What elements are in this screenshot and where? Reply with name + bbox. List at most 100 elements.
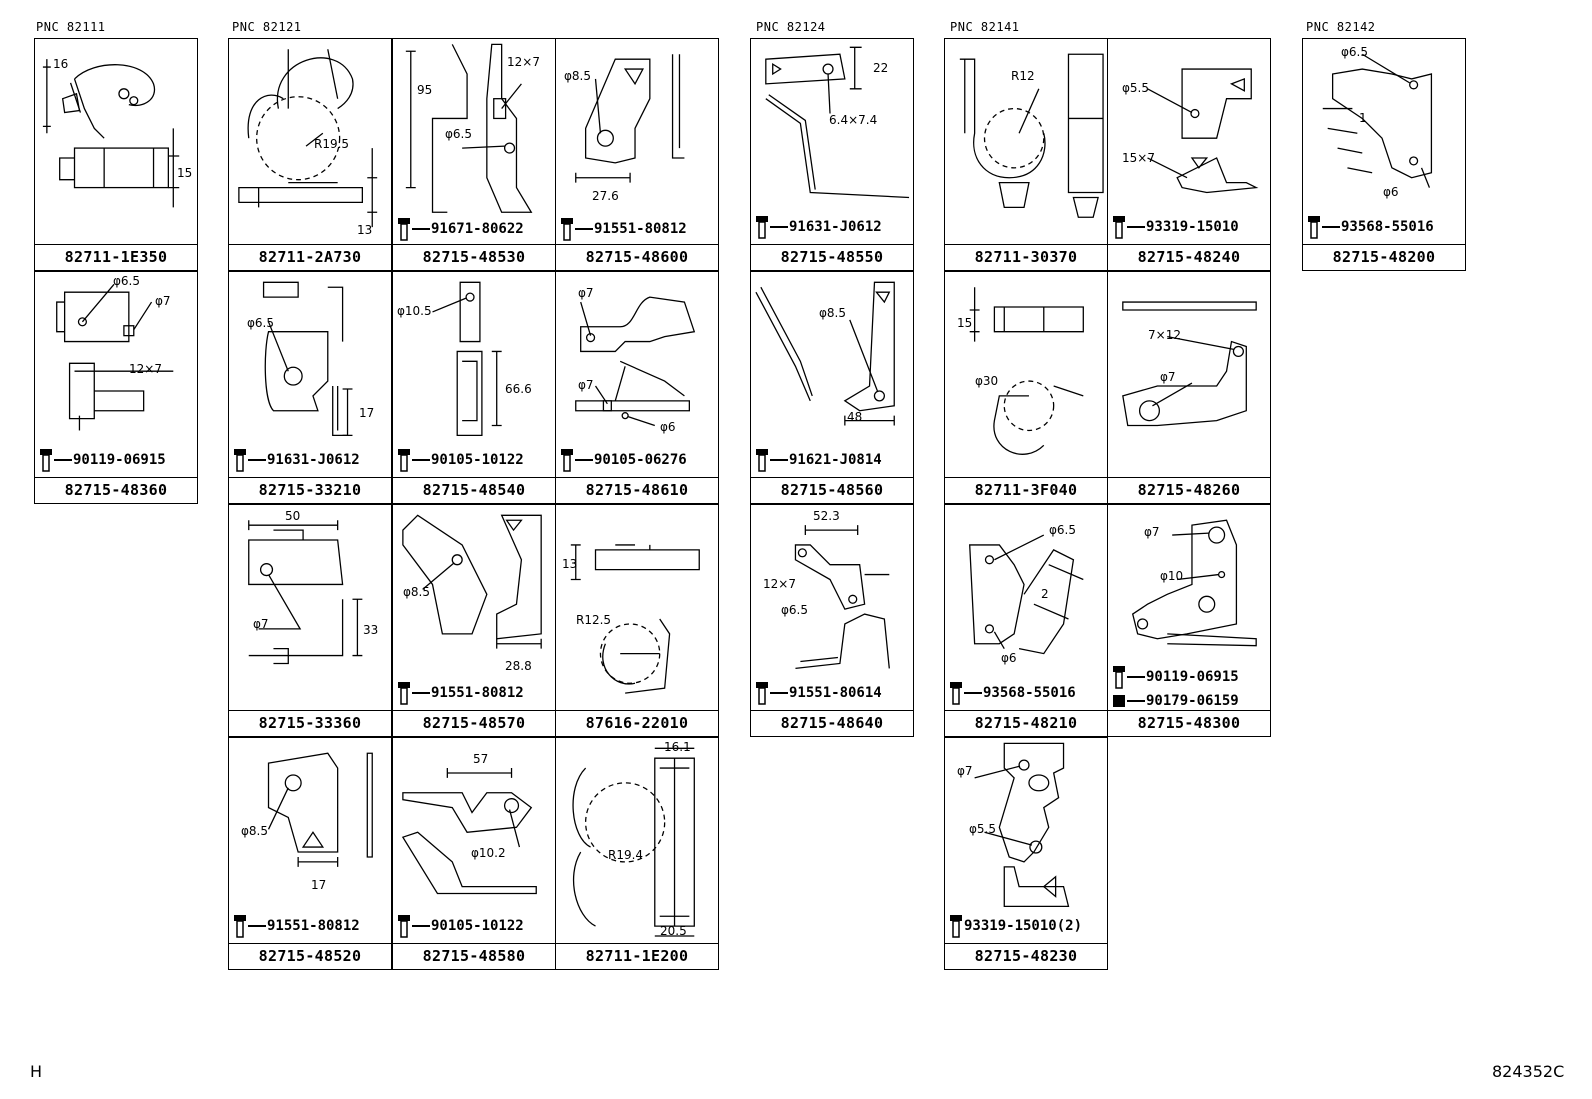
dimension-label: 50: [285, 509, 301, 523]
bolt-icon: [1113, 216, 1125, 239]
part-cell[interactable]: 15 φ30 82711-3F040: [944, 271, 1108, 504]
dimension-label: 1: [1359, 111, 1367, 125]
part-cell[interactable]: φ8.5 27.6 91551-80812 82715-48600: [555, 38, 719, 271]
bolt-icon: [950, 915, 962, 938]
part-number: 82715-48570: [393, 710, 555, 736]
fastener-callout: 91631-J0612: [755, 215, 882, 239]
pnc-label: PNC 82141: [950, 20, 1020, 34]
diagram-id: 824352C: [1492, 1062, 1565, 1081]
part-cell[interactable]: R12 82711-30370: [944, 38, 1108, 271]
part-cell[interactable]: φ6.5 1 φ6 93568-55016 82715-48200: [1302, 38, 1466, 271]
part-cell[interactable]: φ8.5 17 91551-80812 82715-48520: [228, 737, 392, 970]
dimension-label: φ5.5: [969, 822, 996, 836]
dimension-label: φ8.5: [564, 69, 591, 83]
bracket-drawing: [765, 46, 910, 199]
dimension-label: φ8.5: [241, 824, 268, 838]
bracket-drawing: [1122, 301, 1257, 427]
part-cell[interactable]: φ7 φ10 90119-06915 90179-06159 82715-483…: [1107, 504, 1271, 737]
pnc-label: PNC 82142: [1306, 20, 1376, 34]
part-number: 82715-33360: [229, 710, 391, 736]
bolt-icon: [1308, 216, 1320, 239]
bolt-icon: [950, 682, 962, 705]
part-cell[interactable]: φ8.5 28.8 91551-80812 82715-48570: [392, 504, 556, 737]
part-cell[interactable]: 16 15 82711-1E350: [34, 38, 198, 271]
dimension-label: 57: [473, 752, 489, 766]
dimension-label: 16.1: [664, 740, 691, 754]
part-cell[interactable]: φ7 φ5.5 93319-15010(2) 82715-48230: [944, 737, 1108, 970]
dimension-label: 66.6: [505, 382, 532, 396]
dimension-label: 27.6: [592, 189, 619, 203]
fastener-callout: 93568-55016: [949, 681, 1076, 705]
dimension-label: 17: [311, 878, 327, 892]
bracket-drawing: [56, 283, 174, 431]
bracket-drawing: [267, 752, 373, 867]
part-cell[interactable]: φ6.5 2 φ6 93568-55016 82715-48210: [944, 504, 1108, 737]
clamp-drawing: [969, 287, 1084, 455]
part-cell[interactable]: φ6.5 φ7 12×7 90119-06915 82715-48360: [34, 271, 198, 504]
bracket-drawing: [575, 296, 696, 427]
fastener-callout: 90105-10122: [397, 914, 524, 938]
clamp-drawing: [238, 49, 378, 228]
bolt-icon: [756, 449, 768, 472]
part-number: 82711-1E350: [35, 244, 197, 270]
pnc-label: PNC 82111: [36, 20, 106, 34]
bolt-icon: [398, 682, 410, 705]
part-cell[interactable]: φ5.5 15×7 93319-15010 82715-48240: [1107, 38, 1271, 271]
bracket-drawing: [969, 534, 1084, 655]
part-cell[interactable]: φ6.5 17 91631-J0612 82715-33210: [228, 271, 392, 504]
dimension-label: φ7: [957, 764, 973, 778]
fastener-callout: 93319-15010(2): [949, 914, 1082, 938]
dimension-label: 13: [562, 557, 578, 571]
part-number: 82715-48300: [1108, 710, 1270, 736]
dimension-label: 12×7: [763, 577, 796, 591]
bolt-icon: [561, 449, 573, 472]
bracket-drawing: [575, 54, 685, 183]
dimension-label: R12: [1011, 69, 1035, 83]
clamp-drawing: [959, 53, 1104, 218]
dimension-label: 48: [847, 410, 863, 424]
clamp-drawing: [570, 544, 700, 694]
part-number: 82711-3F040: [945, 477, 1107, 503]
part-cell[interactable]: 22 6.4×7.4 91631-J0612 82715-48550: [750, 38, 914, 271]
fastener-callout: 93319-15010: [1112, 215, 1239, 239]
fastener-callout: 91551-80812: [560, 217, 687, 241]
dimension-label: φ6.5: [247, 316, 274, 330]
part-number: 82715-48360: [35, 477, 197, 503]
dimension-label: φ5.5: [1122, 81, 1149, 95]
part-cell[interactable]: φ7 φ7 φ6 90105-06276 82715-48610: [555, 271, 719, 504]
part-cell[interactable]: 50 φ7 33 82715-33360: [228, 504, 392, 737]
dimension-label: φ7: [578, 378, 594, 392]
dimension-label: φ10: [1160, 569, 1184, 583]
bracket-drawing: [405, 43, 533, 213]
part-number: 82711-30370: [945, 244, 1107, 270]
part-cell[interactable]: 7×12 φ7 82715-48260: [1107, 271, 1271, 504]
part-cell[interactable]: R19.5 13 82711-2A730: [228, 38, 392, 271]
part-cell[interactable]: φ10.5 66.6 90105-10122 82715-48540: [392, 271, 556, 504]
dimension-label: φ6: [660, 420, 676, 434]
bolt-icon: [40, 449, 52, 472]
fastener-callout: 91551-80614: [755, 681, 882, 705]
bolt-icon: [561, 218, 573, 241]
dimension-label: 28.8: [505, 659, 532, 673]
part-cell[interactable]: 95 12×7 φ6.5 91671-80622 82715-48530: [392, 38, 556, 271]
part-cell[interactable]: 13 R12.5 87616-22010: [555, 504, 719, 737]
dimension-label: 15×7: [1122, 151, 1155, 165]
dimension-label: 6.4×7.4: [829, 113, 878, 127]
dimension-label: φ6: [1383, 185, 1399, 199]
fastener-callout: 90105-10122: [397, 448, 524, 472]
dimension-label: 20.5: [660, 924, 687, 938]
part-cell[interactable]: 52.3 12×7 φ6.5 91551-80614 82715-48640: [750, 504, 914, 737]
part-number: 82715-48610: [556, 477, 718, 503]
dimension-label: φ7: [1144, 525, 1160, 539]
bracket-drawing: [402, 514, 542, 649]
dimension-label: R12.5: [576, 613, 612, 627]
dimension-label: φ7: [155, 294, 171, 308]
part-number: 82715-48540: [393, 477, 555, 503]
part-cell[interactable]: 57 φ10.2 90105-10122 82715-48580: [392, 737, 556, 970]
dimension-label: φ7: [1160, 370, 1176, 384]
part-cell[interactable]: φ8.5 48 91621-J0814 82715-48560: [750, 271, 914, 504]
part-cell[interactable]: 16.1 R19.4 20.5 82711-1E200: [555, 737, 719, 970]
fastener-callout: 90179-06159: [1112, 689, 1239, 713]
part-number: 82715-48230: [945, 943, 1107, 969]
bolt-icon: [1113, 666, 1125, 689]
